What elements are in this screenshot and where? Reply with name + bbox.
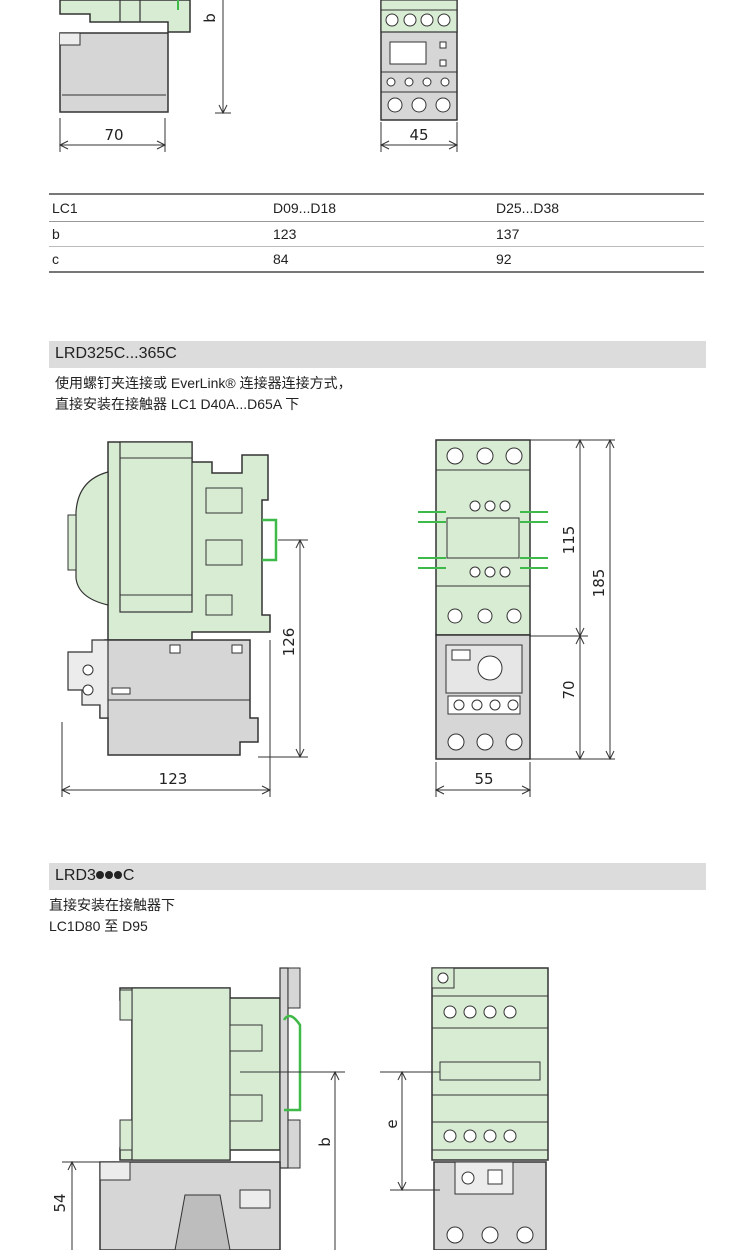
section-description: 使用螺钉夹连接或 EverLink® 连接器连接方式， 直接安装在接触器 LC1… bbox=[55, 373, 352, 415]
table-cell: 137 bbox=[493, 221, 704, 247]
dim-70-label: 70 bbox=[104, 126, 123, 144]
section-title: LRD3 C bbox=[55, 867, 134, 885]
drawing1-front-view: 45 bbox=[379, 0, 459, 152]
table-cell: 123 bbox=[270, 221, 493, 247]
dim-123-label: 123 bbox=[159, 770, 188, 788]
dimension-table: LC1 D09...D18 D25...D38 b 123 137 c 84 9… bbox=[49, 193, 704, 273]
table-header-row: LC1 D09...D18 D25...D38 bbox=[49, 193, 704, 222]
drawing1-side-view: b 70 bbox=[58, 0, 231, 152]
section-header-lrd3: LRD3 C bbox=[49, 863, 706, 890]
description-line: LC1D80 至 D95 bbox=[49, 918, 148, 934]
dim-e-label: e bbox=[383, 1119, 401, 1128]
section-title-suffix: C bbox=[122, 867, 135, 884]
table-cell: b bbox=[49, 221, 270, 247]
table-cell: c bbox=[49, 246, 270, 273]
dim-115-label: 115 bbox=[560, 526, 578, 555]
dim-54-label: 54 bbox=[51, 1193, 69, 1212]
table-header-cell: D25...D38 bbox=[493, 193, 704, 222]
table-row: b 123 137 bbox=[49, 221, 704, 247]
section-title: LRD325C...365C bbox=[55, 345, 177, 362]
section-title-prefix: LRD3 bbox=[55, 867, 96, 884]
description-line: 直接安装在接触器 LC1 D40A...D65A 下 bbox=[55, 396, 300, 412]
table-cell: 84 bbox=[270, 246, 493, 273]
description-line: 直接安装在接触器下 bbox=[49, 897, 175, 913]
dim-70-label: 70 bbox=[560, 680, 578, 699]
table-cell: 92 bbox=[493, 246, 704, 273]
table-header-cell: D09...D18 bbox=[270, 193, 493, 222]
dim-b-label: b bbox=[201, 13, 219, 23]
placeholder-dots-icon bbox=[95, 867, 123, 884]
dim-185-label: 185 bbox=[590, 569, 608, 598]
section-header-lrd325c: LRD325C...365C bbox=[49, 341, 706, 368]
section-description: 直接安装在接触器下 LC1D80 至 D95 bbox=[49, 895, 175, 937]
table-row: c 84 92 bbox=[49, 246, 704, 273]
dim-b-label: b bbox=[316, 1137, 334, 1147]
dim-126-label: 126 bbox=[280, 628, 298, 657]
dim-45-label: 45 bbox=[409, 126, 428, 144]
dim-55-label: 55 bbox=[474, 770, 493, 788]
table-header-cell: LC1 bbox=[49, 193, 270, 222]
description-line: 使用螺钉夹连接或 EverLink® 连接器连接方式， bbox=[55, 375, 352, 391]
